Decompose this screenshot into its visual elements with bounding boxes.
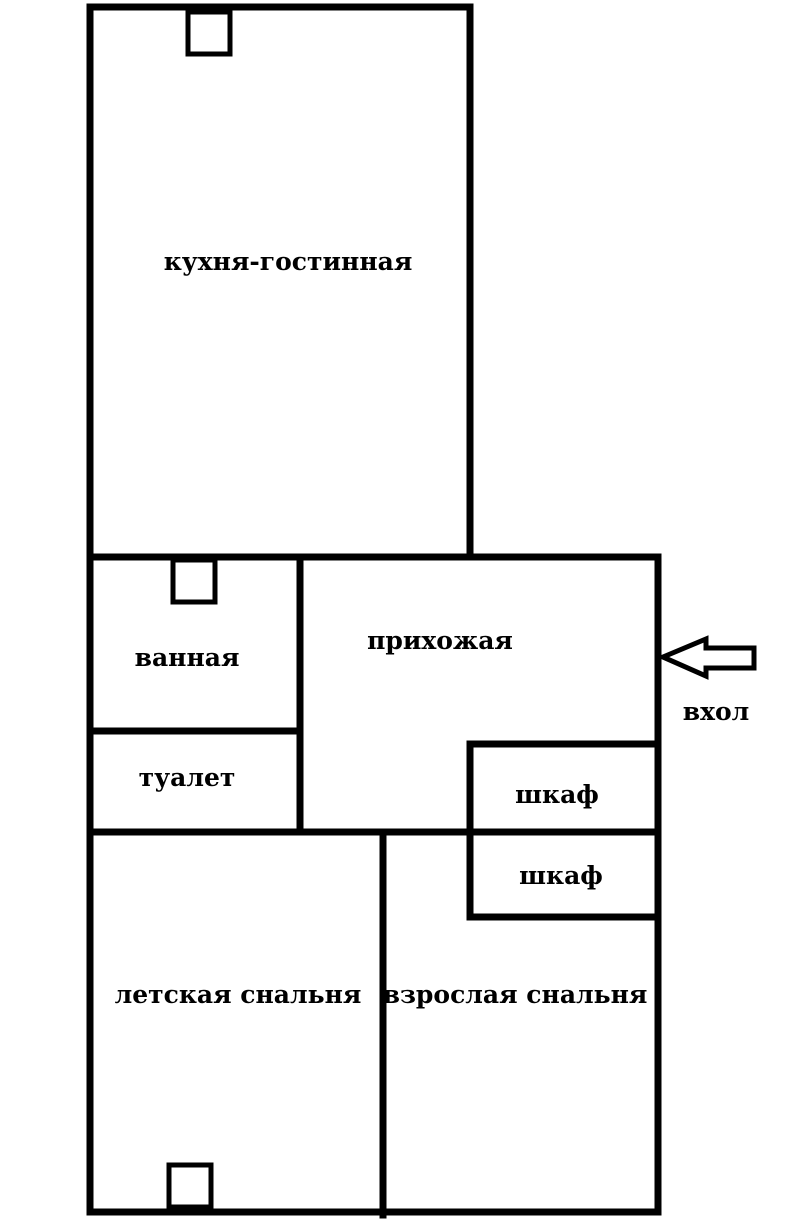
label-entrance: вхол: [683, 697, 750, 726]
label-closet-1: шкаф: [515, 780, 599, 809]
lower-block-walls: [86, 553, 662, 1216]
label-adult-bedroom: взрослая снальня: [383, 980, 648, 1009]
vent-shaft-icon: [170, 557, 218, 605]
label-kids-bedroom: летская снальня: [115, 980, 362, 1009]
vent-shaft-icon: [185, 9, 233, 57]
kitchen-living-walls: [86, 3, 474, 561]
label-closet-2: шкаф: [519, 861, 603, 890]
label-kitchen-living: кухня-гостинная: [164, 247, 413, 276]
label-bathroom: ванная: [135, 643, 240, 672]
vent-shaft-icon: [166, 1162, 214, 1210]
interior-walls: [86, 553, 662, 1219]
label-hallway: прихожая: [367, 626, 513, 655]
label-toilet: туалет: [139, 763, 236, 792]
arrow-left-icon: [656, 635, 757, 680]
